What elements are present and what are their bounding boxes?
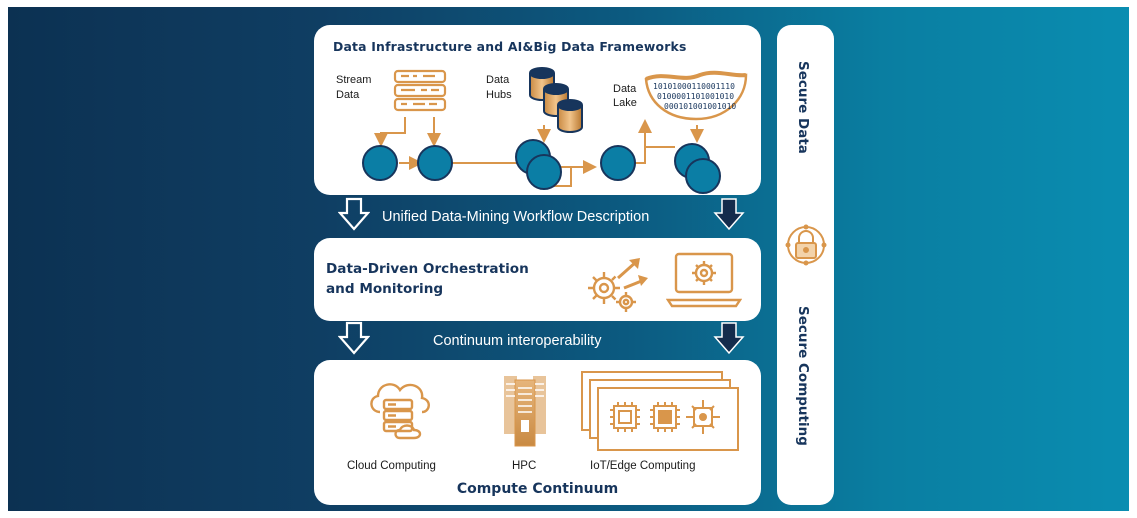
- stream-data-icon: [393, 69, 447, 112]
- node4-to-lake-arrow: [635, 119, 652, 164]
- data-hubs-icon: [529, 67, 583, 133]
- data-lake-label-line2: Lake: [613, 97, 637, 109]
- workflow-node-hub-front: [526, 154, 562, 190]
- binary-line-1: 10101000110001110: [653, 82, 735, 91]
- data-infrastructure-panel: Data Infrastructure and AI&Big Data Fram…: [314, 25, 761, 195]
- compute-continuum-title: Compute Continuum: [456, 481, 619, 497]
- orchestration-title-line2: and Monitoring: [326, 281, 444, 297]
- workflow-node-4: [600, 145, 636, 181]
- data-infrastructure-title: Data Infrastructure and AI&Big Data Fram…: [333, 39, 687, 54]
- down-arrow-outline-1: [338, 197, 370, 231]
- data-hubs-label-line1: Data: [486, 74, 510, 86]
- data-lake-label-line1: Data: [613, 83, 637, 95]
- stream-to-node1-connector: [374, 117, 406, 147]
- laptop-monitoring-icon: [666, 252, 742, 308]
- stream-data-label-line2: Data: [336, 89, 360, 101]
- stream-data-label-line1: Stream: [336, 74, 372, 86]
- workflow-graph: [362, 117, 721, 194]
- cloud-computing-icon: [370, 383, 430, 440]
- workflow-node-1: [362, 145, 398, 181]
- orchestration-panel: Data-Driven Orchestration and Monitoring: [314, 238, 761, 321]
- secure-data-label: Secure Data: [795, 61, 811, 154]
- down-arrow-solid-1: [713, 198, 745, 231]
- iot-edge-computing-label: IoT/Edge Computing: [590, 460, 696, 472]
- workflow-node-final-front: [685, 158, 721, 194]
- continuum-interoperability-banner: Continuum interoperability: [433, 333, 602, 349]
- data-lake-icon: [644, 70, 748, 121]
- workflow-description-banner: Unified Data-Mining Workflow Description: [382, 209, 650, 225]
- down-arrow-outline-2: [338, 321, 370, 355]
- padlock-icon: [785, 224, 827, 266]
- hpc-server-icon: [504, 376, 546, 447]
- workflow-node-2: [417, 145, 453, 181]
- orchestration-title-line1: Data-Driven Orchestration: [326, 261, 529, 277]
- secure-computing-label: Secure Computing: [795, 306, 811, 446]
- binary-line-3: 000101001001010: [664, 102, 737, 111]
- cloud-computing-label: Cloud Computing: [347, 460, 436, 472]
- secure-side-panel: Secure Data Secure Computing: [777, 25, 834, 505]
- hpc-label: HPC: [512, 460, 537, 472]
- gears-icon: [588, 258, 648, 312]
- down-arrow-solid-2: [713, 322, 745, 355]
- data-hubs-label-line2: Hubs: [486, 89, 512, 101]
- iot-edge-boards-icon: [581, 371, 739, 451]
- diagram-canvas: Data Infrastructure and AI&Big Data Fram…: [8, 7, 1129, 511]
- binary-line-2: 0100001101001010: [657, 92, 735, 101]
- compute-continuum-panel: Cloud Computing HPC: [314, 360, 761, 505]
